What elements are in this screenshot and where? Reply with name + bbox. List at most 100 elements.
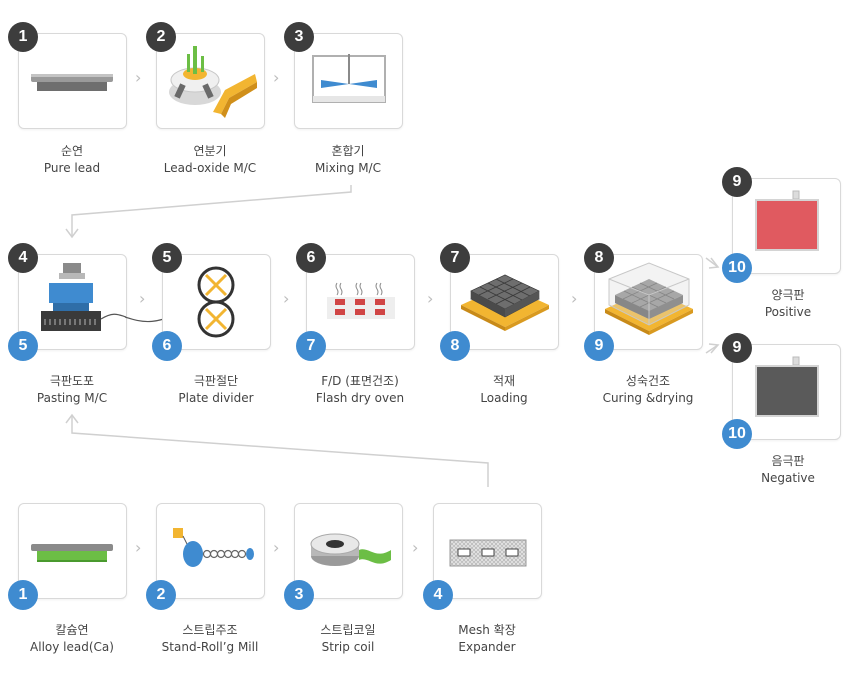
step-label-pasting: 극판도포 Pasting M/C	[2, 373, 142, 407]
label-korean: 적재	[492, 374, 516, 388]
alloy-lead-bar-icon	[31, 544, 113, 562]
sub-step-badge: 7	[296, 331, 326, 361]
label-english: Mixing M/C	[315, 161, 381, 175]
step-card-roll-mill	[156, 503, 265, 599]
label-korean: 스트립주조	[182, 623, 238, 637]
label-korean: 극판도포	[49, 374, 95, 388]
step-label-pure-lead: 순연 Pure lead	[2, 143, 142, 177]
output-number-badge: 9	[722, 333, 752, 363]
flow-arrow-icon: ›	[135, 68, 142, 87]
step-label-curing: 성숙건조 Curing &drying	[578, 373, 718, 407]
output-sub-badge: 10	[722, 419, 752, 449]
flow-arrow-icon: ›	[273, 538, 280, 557]
step-number-badge: 2	[146, 22, 176, 52]
step-number-badge: 6	[296, 243, 326, 273]
output-card-negative	[732, 344, 841, 440]
lead-oxide-machine-icon	[169, 46, 257, 118]
flow-arrow-icon: ›	[283, 289, 290, 308]
sub-step-badge: 6	[152, 331, 182, 361]
sub-step-badge: 8	[440, 331, 470, 361]
label-english: Positive	[764, 305, 812, 319]
step-number-badge: 1	[8, 22, 38, 52]
label-korean: 연분기	[193, 144, 227, 158]
step-card-loading	[450, 254, 559, 350]
label-korean: 극판절단	[193, 374, 239, 388]
connector-expander-to-pasting	[71, 416, 489, 487]
sub-step-badge: 9	[584, 331, 614, 361]
step-card-plate-divider	[162, 254, 271, 350]
output-number-badge: 9	[722, 167, 752, 197]
flash-dry-icon	[327, 282, 395, 319]
flow-arrow-icon: ›	[273, 68, 280, 87]
step-number-badge: 7	[440, 243, 470, 273]
flow-arrow-icon: ›	[135, 538, 142, 557]
step-number-badge: 8	[584, 243, 614, 273]
step-label-flash-dry: F/D (표면건조) Flash dry oven	[290, 373, 430, 407]
step-number-badge: 5	[152, 243, 182, 273]
curing-chamber-icon	[605, 262, 693, 335]
step-label-loading: 적재 Loading	[434, 373, 574, 407]
step-card-flash-dry	[306, 254, 415, 350]
output-card-positive	[732, 178, 841, 274]
label-english: Plate divider	[178, 391, 254, 405]
pasting-machine-icon	[41, 263, 126, 331]
mesh-expander-icon	[449, 539, 527, 567]
label-english: Pasting M/C	[36, 391, 108, 405]
step-number-badge: 3	[284, 580, 314, 610]
step-card-strip-coil	[294, 503, 403, 599]
step-card-lead-oxide	[156, 33, 265, 129]
output-label-positive: 양극판 Positive	[718, 287, 850, 321]
label-korean: 음극판	[771, 454, 805, 468]
step-label-expander: Mesh 확장 Expander	[417, 622, 557, 656]
flow-arrow-icon: ›	[571, 289, 578, 308]
label-english: Curing &drying	[602, 391, 694, 405]
flow-arrow-icon: ›	[412, 538, 419, 557]
label-english: Flash dry oven	[315, 391, 405, 405]
step-number-badge: 4	[8, 243, 38, 273]
negative-plate-icon	[755, 356, 819, 417]
output-sub-badge: 10	[722, 253, 752, 283]
label-english: Strip coil	[321, 640, 375, 654]
flow-arrow-icon: ›	[139, 289, 146, 308]
roll-mill-icon	[173, 528, 254, 567]
lead-bar-icon	[31, 74, 113, 91]
step-card-curing	[594, 254, 703, 350]
strip-coil-icon	[310, 533, 391, 566]
step-card-expander	[433, 503, 542, 599]
step-number-badge: 1	[8, 580, 38, 610]
label-korean: 성숙건조	[625, 374, 671, 388]
label-english: Expander	[458, 640, 516, 654]
step-card-alloy-lead	[18, 503, 127, 599]
label-korean: Mesh 확장	[458, 623, 516, 637]
label-korean: 칼슘연	[55, 623, 89, 637]
step-label-alloy-lead: 칼슘연 Alloy lead(Ca)	[2, 622, 142, 656]
label-korean: 순연	[60, 144, 84, 158]
mixer-icon	[312, 54, 386, 103]
step-number-badge: 3	[284, 22, 314, 52]
label-korean: 양극판	[771, 288, 805, 302]
label-korean: F/D (표면건조)	[321, 374, 399, 388]
label-english: Loading	[480, 391, 528, 405]
step-card-pure-lead	[18, 33, 127, 129]
flow-arrow-icon: ›	[427, 289, 434, 308]
output-label-negative: 음극판 Negative	[718, 453, 850, 487]
step-card-mixer	[294, 33, 403, 129]
label-english: Stand-Roll’g Mill	[161, 640, 259, 654]
connector-arrowhead-up	[65, 413, 79, 424]
connector-mixer-to-pasting	[71, 185, 352, 236]
label-english: Pure lead	[43, 161, 101, 175]
connector-arrowhead-down	[65, 228, 79, 239]
step-number-badge: 2	[146, 580, 176, 610]
step-label-mixer: 혼합기 Mixing M/C	[278, 143, 418, 177]
step-label-plate-divider: 극판절단 Plate divider	[146, 373, 286, 407]
positive-plate-icon	[755, 190, 819, 251]
plate-divider-icon	[197, 266, 235, 338]
loading-pallet-icon	[461, 274, 549, 331]
label-english: Lead-oxide M/C	[163, 161, 257, 175]
step-label-roll-mill: 스트립주조 Stand-Roll’g Mill	[140, 622, 280, 656]
label-english: Negative	[761, 471, 815, 485]
label-korean: 스트립코일	[320, 623, 376, 637]
sub-step-badge: 5	[8, 331, 38, 361]
step-number-badge: 4	[423, 580, 453, 610]
